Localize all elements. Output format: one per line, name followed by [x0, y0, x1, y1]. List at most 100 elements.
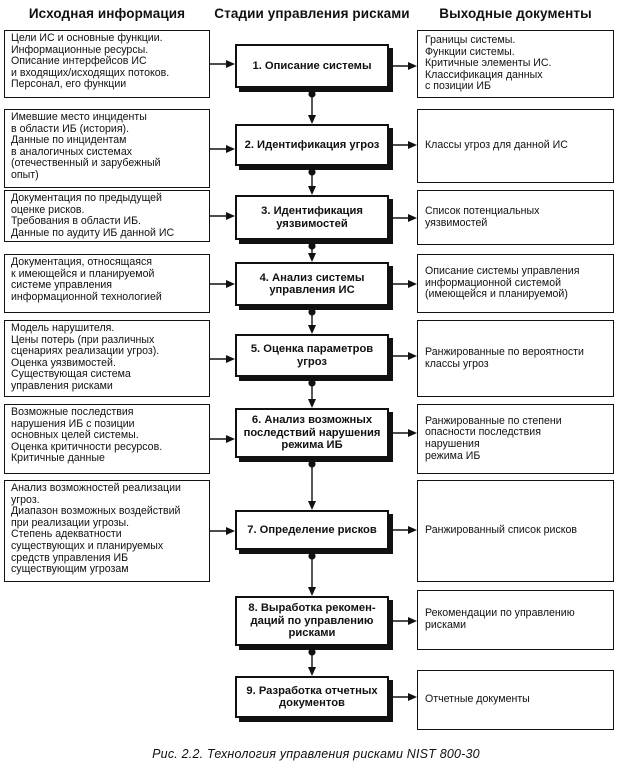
- input-box-1: Цели ИС и основные функции.Информационны…: [4, 30, 210, 98]
- output-box-1: Границы системы.Функции системы.Критичны…: [417, 30, 614, 98]
- output-arrow-1-head: [408, 62, 417, 70]
- input-box-6-line: Критичные данные: [11, 452, 105, 465]
- flow-arrow-6-head: [308, 501, 316, 510]
- flow-dot-1: [308, 90, 316, 98]
- stage-box-label: 8. Выработка рекомен-: [248, 602, 376, 615]
- output-box-8-line: Рекомендации по управлению: [425, 607, 575, 620]
- output-box-1-line: Классификация данных: [425, 68, 543, 81]
- input-box-3-line: Требования в области ИБ.: [11, 215, 141, 228]
- output-arrow-5-head: [408, 352, 417, 360]
- input-box-1-line: и входящих/исходящих потоков.: [11, 66, 170, 79]
- input-arrow-4-head: [226, 280, 235, 288]
- header-stages: Стадии управления рисками: [214, 6, 410, 21]
- stage-box-label: 5. Оценка параметров: [250, 343, 374, 355]
- stage-box-label: уязвимостей: [276, 217, 348, 230]
- input-box-2-line: Имевшие место инциденты: [11, 111, 147, 123]
- flow-arrow-7-head: [308, 587, 316, 596]
- input-arrow-6-head: [226, 435, 235, 443]
- flow-dot-5: [308, 379, 316, 387]
- stage-box-2: 2. Идентификация угроз: [235, 124, 389, 166]
- input-box-6-line: Возможные последствия: [11, 406, 134, 418]
- input-box-7-line: угроз.: [11, 493, 40, 506]
- flow-arrow-1-head: [308, 115, 316, 124]
- stage-box-label: управления ИС: [269, 284, 355, 296]
- output-box-7-line: Ранжированный список рисков: [425, 524, 578, 537]
- output-box-5-line: Ранжированные по вероятности: [425, 345, 584, 358]
- header-input: Исходная информация: [28, 6, 186, 21]
- input-box-5-line: Оценка уязвимостей.: [11, 356, 116, 369]
- output-box-1-line: Критичные элементы ИС.: [425, 57, 552, 70]
- output-box-1-line: Функции системы.: [425, 45, 515, 58]
- input-box-1-line: Цели ИС и основные функции.: [11, 32, 163, 44]
- input-arrow-7-head: [226, 527, 235, 535]
- stage-box-label: последствий нарушения: [243, 426, 381, 439]
- input-arrow-5-head: [226, 355, 235, 363]
- output-box-4-line: (имеющейся и планируемой): [425, 288, 568, 301]
- input-box-4-line: системе управления: [11, 279, 113, 292]
- output-box-8-line: рисками: [425, 619, 467, 631]
- output-arrow-3-head: [408, 214, 417, 222]
- stage-box-label: угроз: [297, 355, 327, 368]
- input-box-2-line: в аналогичных системах: [11, 145, 133, 158]
- output-arrow-4-head: [408, 280, 417, 288]
- output-box-6-line: нарушения: [425, 438, 480, 450]
- input-box-3-line: оценке рисков.: [11, 203, 85, 216]
- output-box-7: Ранжированный список рисков: [417, 480, 614, 582]
- output-box-6-line: режима ИБ: [425, 449, 481, 462]
- stage-box-label: 4. Анализ системы: [259, 271, 365, 284]
- input-box-7-line: Диапазон возможных воздействий: [11, 505, 181, 518]
- output-box-4-line: Описание системы управления: [425, 265, 580, 278]
- input-arrow-2-head: [226, 145, 235, 153]
- input-box-2-line: Данные по инцидентам: [11, 134, 127, 147]
- output-box-3-line: уязвимостей: [425, 216, 488, 229]
- input-box-2-line: опыт): [11, 168, 39, 181]
- input-box-4-line: Документация, относящаяся: [11, 256, 153, 268]
- input-box-5-line: Существующая система: [11, 368, 131, 381]
- output-arrow-6-head: [408, 429, 417, 437]
- stage-box-label: 1. Описание системы: [252, 59, 372, 72]
- output-box-9: Отчетные документы: [417, 670, 614, 730]
- flow-arrow-2-head: [308, 186, 316, 195]
- input-box-2-line: в области ИБ (история).: [11, 122, 130, 135]
- input-box-6-line: основных целей системы.: [11, 429, 139, 442]
- input-box-7-line: средств управления ИБ: [11, 551, 129, 564]
- stage-box-label: 6. Анализ возможных: [251, 414, 373, 427]
- output-box-2-line: Классы угроз для данной ИС: [425, 139, 568, 152]
- stage-box-label: 3. Идентификация: [261, 205, 363, 217]
- stage-box-1: 1. Описание системы: [235, 44, 389, 88]
- output-box-9-line: Отчетные документы: [425, 693, 530, 706]
- header-output: Выходные документы: [439, 6, 592, 21]
- input-box-7-line: существующим угрозам: [11, 563, 129, 576]
- input-box-7-line: существующих и планируемых: [11, 539, 164, 552]
- input-box-5-line: Цены потерь (при различных: [11, 333, 155, 346]
- stage-box-label: рисками: [288, 627, 336, 640]
- input-arrow-3-head: [226, 212, 235, 220]
- stage-box-8: 8. Выработка рекомен-даций по управлению…: [235, 596, 389, 646]
- figure-caption: Рис. 2.2. Технология управления рисками …: [152, 747, 480, 761]
- input-box-2-line: (отечественный и зарубежный: [11, 157, 161, 170]
- output-box-6-line: Ранжированные по степени: [425, 414, 562, 427]
- flow-arrow-3-head: [308, 253, 316, 262]
- input-box-1-line: Описание интерфейсов ИС: [11, 55, 147, 68]
- input-box-5-line: управления рисками: [11, 379, 113, 392]
- input-box-6-line: нарушения ИБ с позиции: [11, 417, 135, 430]
- flow-dot-4: [308, 308, 316, 316]
- flow-dot-7: [308, 552, 316, 560]
- output-box-4-line: информационной системой: [425, 276, 562, 289]
- output-arrow-2-head: [408, 141, 417, 149]
- flow-dot-8: [308, 648, 316, 656]
- input-box-7-line: Анализ возможностей реализации: [11, 482, 181, 494]
- input-box-1-line: Информационные ресурсы.: [11, 43, 149, 56]
- input-box-7-line: Степень адекватности: [11, 528, 122, 541]
- input-box-3-line: Документация по предыдущей: [11, 192, 162, 204]
